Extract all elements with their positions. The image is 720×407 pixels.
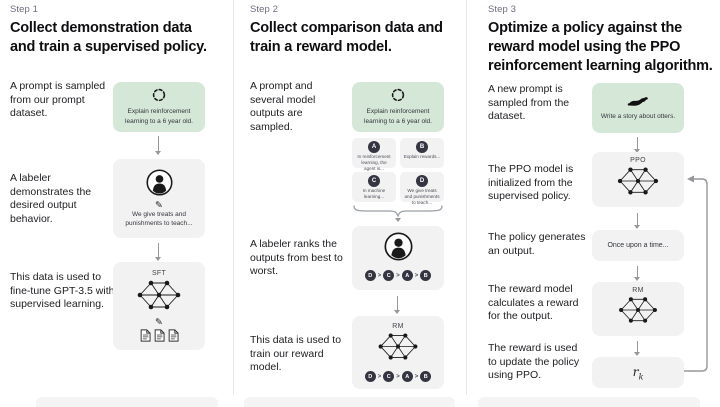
rm-model-card: RM [592, 282, 684, 336]
output-card-b: B Explain rewards... [400, 138, 444, 168]
neural-network-icon [616, 164, 660, 203]
step-2-text-train: This data is used to train our reward mo… [250, 334, 342, 374]
sft-label: SFT [151, 269, 167, 277]
step-2-text-prompt: A prompt and several model outputs are s… [250, 80, 316, 133]
pen-icon: ✎ [155, 316, 163, 328]
step-2-label: Step 2 [250, 4, 279, 15]
down-arrow [393, 296, 402, 314]
rank-item: C [383, 270, 395, 281]
ppo-label: PPO [630, 156, 646, 164]
rank-separator: > [414, 373, 419, 380]
rank-separator: > [396, 373, 400, 380]
prompt-card-text: Explain reinforcement learning to a 6 ye… [364, 108, 432, 125]
sample-icon [152, 88, 166, 107]
ppo-model-card: PPO [592, 152, 684, 207]
step-2-column: Step 2 Collect comparison data and train… [233, 0, 466, 407]
step-3-text-prompt: A new prompt is sampled from the dataset… [488, 83, 570, 123]
down-arrow [633, 266, 642, 281]
down-arrow [154, 136, 163, 155]
cropped-card-edge [478, 397, 700, 407]
rank-separator: > [377, 272, 382, 279]
output-letter: D [416, 175, 428, 187]
output-card-a: A In reinforcement learning, the agent i… [352, 138, 396, 171]
rm-label: RM [632, 287, 644, 294]
rm-model-card: RM D > C > A > [352, 316, 444, 389]
ranking-row: D > C > A > B [364, 371, 432, 382]
output-card-d: D We give treats and punishments to teac… [400, 172, 444, 205]
step-3-label: Step 3 [488, 4, 517, 15]
step-1-text-prompt: A prompt is sampled from our prompt data… [10, 80, 106, 120]
column-divider [233, 0, 234, 395]
down-arrow [633, 341, 642, 356]
step-1-text-finetune: This data is used to fine-tune GPT-3.5 w… [10, 271, 115, 311]
reward-symbol: rk [632, 363, 644, 382]
sft-model-card: SFT ✎ [113, 262, 205, 350]
down-arrow [154, 243, 163, 261]
labeler-card-text: We give treats and punishments to teach.… [125, 211, 193, 228]
curly-brace [352, 205, 444, 224]
output-letter: C [368, 175, 380, 187]
labeler-card: D > C > A > B [352, 226, 444, 290]
labeler-icon [145, 169, 173, 201]
output-card-c: C In machine learning... [352, 172, 396, 202]
step-1-label: Step 1 [10, 4, 39, 15]
step-2-text-rank: A labeler ranks the outputs from best to… [250, 238, 343, 278]
sample-icon [391, 88, 405, 107]
step-3-heading: Optimize a policy against the reward mod… [488, 20, 713, 75]
step-3-text-output: The policy generates an output. [488, 231, 586, 257]
rank-separator: > [414, 272, 419, 279]
output-letter: A [368, 141, 380, 153]
rank-separator: > [377, 373, 382, 380]
ranking-row: D > C > A > B [364, 270, 432, 281]
step-3-text-ppo: The PPO model is initialized from the su… [488, 163, 574, 203]
neural-network-icon [617, 294, 659, 331]
prompt-card-text: Write a story about otters. [600, 113, 676, 121]
rm-label: RM [392, 323, 404, 330]
pen-icon: ✎ [155, 199, 163, 211]
prompt-card-text: Explain reinforcement learning to a 6 ye… [125, 108, 193, 125]
step-3-text-reward-calc: The reward model calculates a reward for… [488, 283, 579, 323]
neural-network-icon [136, 277, 182, 318]
column-divider [466, 0, 467, 395]
cropped-card-edge [36, 397, 218, 407]
step-1-text-labeler: A labeler demonstrates the desired outpu… [10, 172, 92, 225]
prompt-card: Write a story about otters. [592, 83, 684, 133]
output-letter: B [416, 141, 428, 153]
rank-separator: > [396, 272, 400, 279]
down-arrow [633, 213, 642, 229]
output-text: In reinforcement learning, the agent is.… [357, 154, 391, 171]
feedback-loop-arrow [676, 170, 716, 385]
rank-item: C [383, 371, 395, 382]
documents-icon [140, 329, 179, 342]
rank-item: B [420, 371, 432, 382]
step-3-column: Step 3 Optimize a policy against the rew… [466, 0, 720, 407]
step-3-text-update: The reward is used to update the policy … [488, 342, 580, 382]
labeler-card: ✎ We give treats and punishments to teac… [113, 159, 205, 238]
neural-network-icon [377, 330, 419, 368]
cropped-card-edge [244, 397, 455, 407]
step-1-heading: Collect demonstration data and train a s… [10, 20, 207, 56]
output-text: In machine learning... [362, 188, 386, 199]
prompt-card: Explain reinforcement learning to a 6 ye… [113, 82, 205, 132]
step-1-column: Step 1 Collect demonstration data and tr… [0, 0, 233, 407]
rank-item: B [420, 270, 432, 281]
output-card: Once upon a time... [592, 230, 684, 261]
prompt-card: Explain reinforcement learning to a 6 ye… [352, 82, 444, 132]
output-text: Explain rewards... [403, 154, 441, 159]
reward-value-card: rk [592, 357, 684, 388]
down-arrow [633, 137, 642, 153]
rank-item: A [401, 371, 413, 382]
step-2-heading: Collect comparison data and train a rewa… [250, 20, 443, 56]
rank-item: A [401, 270, 413, 281]
output-text: We give treats and punishments to teach.… [404, 188, 440, 205]
otter-icon [627, 94, 649, 112]
rank-item: D [364, 270, 376, 281]
labeler-icon [384, 232, 413, 266]
brace-arrowhead [394, 218, 401, 222]
rank-item: D [364, 371, 376, 382]
output-card-text: Once upon a time... [607, 241, 669, 249]
